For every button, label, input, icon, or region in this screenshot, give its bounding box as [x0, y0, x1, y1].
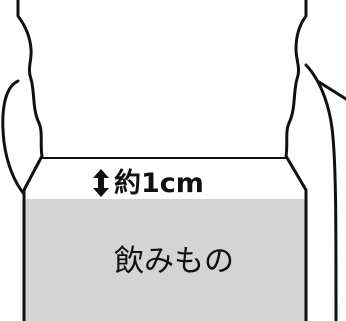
bottle-left-outline [16, 0, 44, 321]
handle-right-outline [304, 63, 338, 321]
bottle-right-outline [284, 0, 308, 321]
handle-right-cut-edge [317, 80, 346, 101]
fill-level-label: 約1cm [114, 167, 204, 199]
double-vertical-arrow-icon [93, 169, 109, 197]
drink-label: 飲みもの [114, 244, 234, 279]
liquid-fill [24, 199, 306, 321]
handle-left-outline [1, 79, 26, 196]
fill-level-indicator: 約1cm [92, 166, 262, 200]
